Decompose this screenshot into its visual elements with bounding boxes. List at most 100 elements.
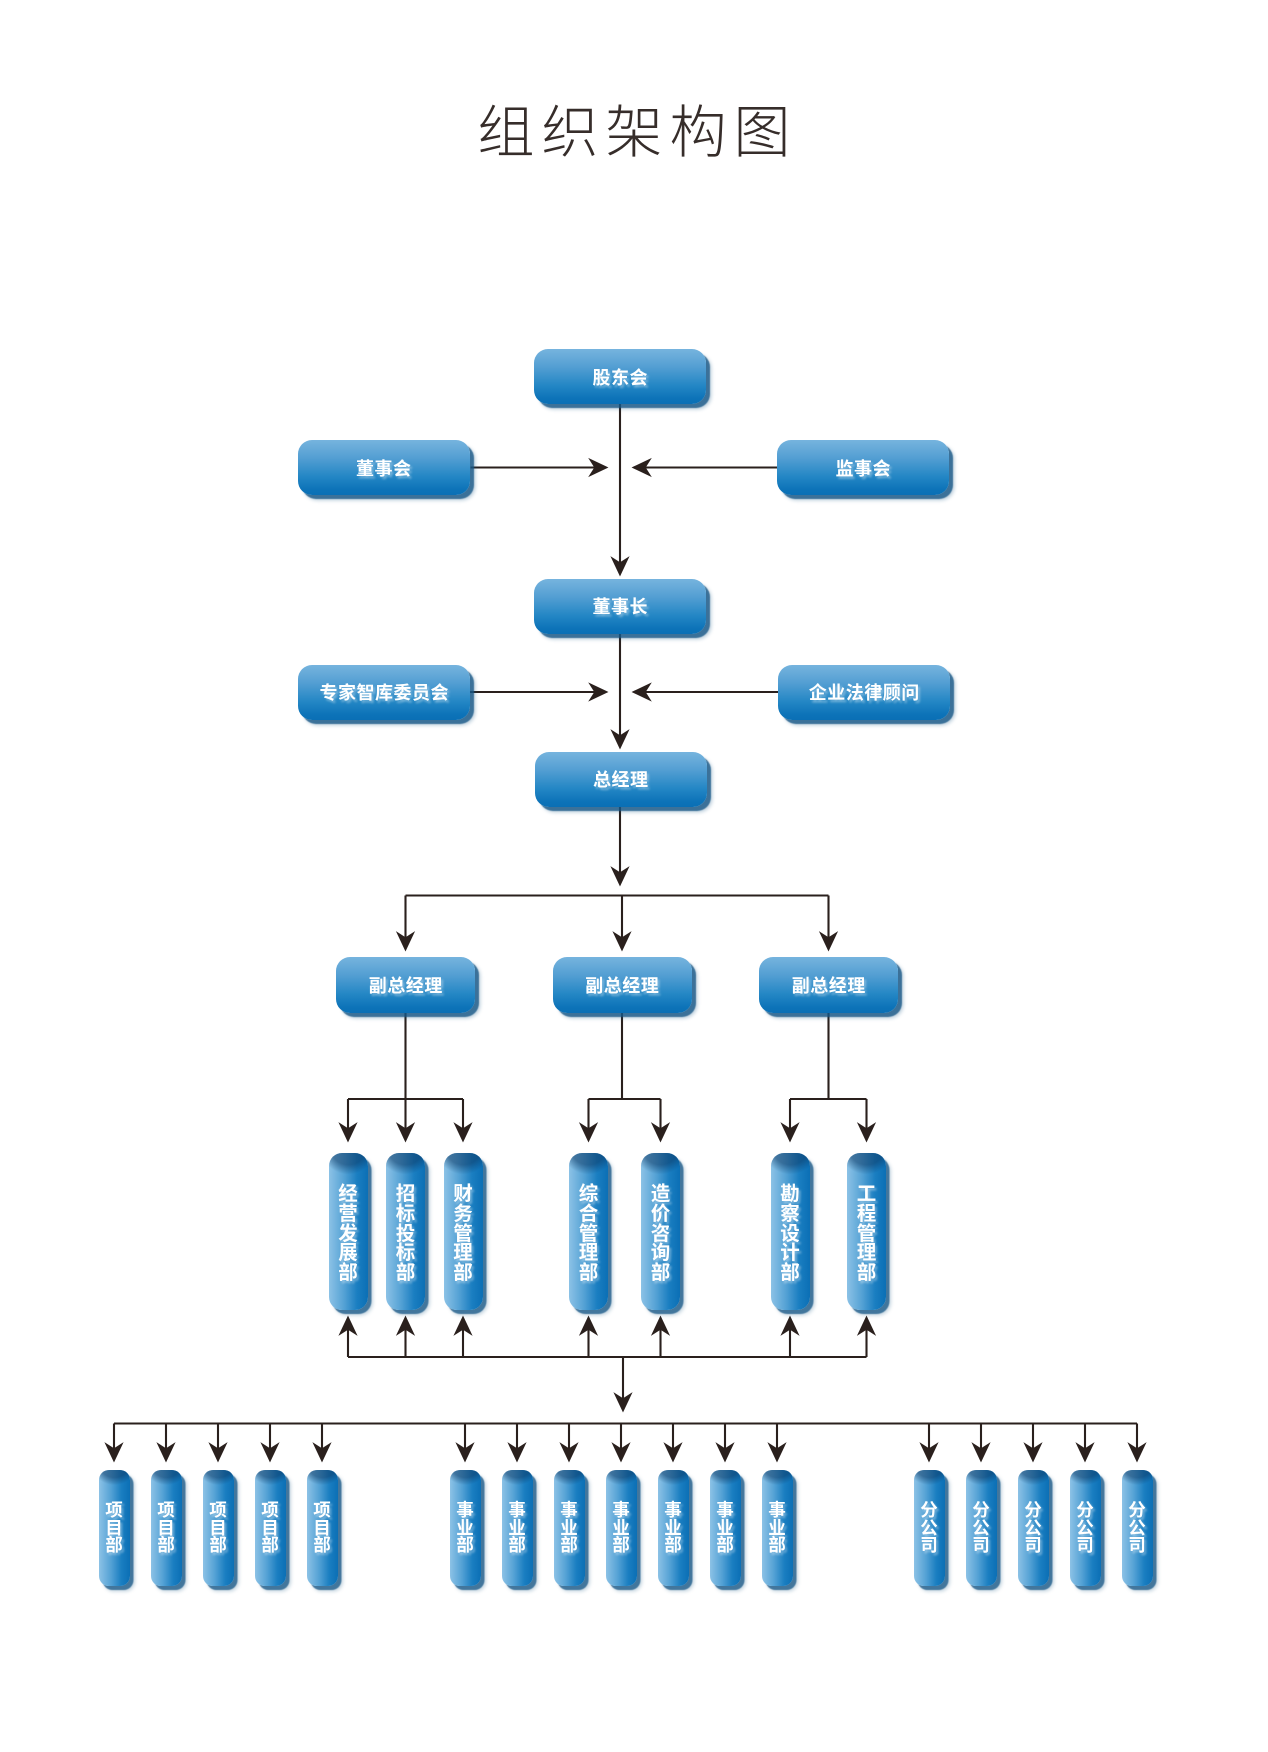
arrowhead bbox=[208, 1442, 228, 1463]
node-label: 招标投标部 bbox=[395, 1177, 416, 1286]
arrowhead bbox=[780, 1122, 800, 1143]
arrowhead bbox=[578, 1122, 599, 1143]
arrowhead bbox=[611, 1442, 631, 1463]
arrowhead bbox=[1075, 1442, 1095, 1463]
node-department: 经营发展部 bbox=[328, 1153, 368, 1310]
node-branch-company: 分公司 bbox=[1017, 1469, 1049, 1586]
node-label: 企业法律顾问 bbox=[808, 679, 920, 705]
node-label: 分公司 bbox=[1076, 1497, 1094, 1558]
node-shareholders-meeting: 股东会 bbox=[534, 349, 706, 404]
node-label: 项目部 bbox=[209, 1497, 227, 1558]
arrowhead bbox=[1023, 1442, 1043, 1463]
node-label: 事业部 bbox=[612, 1497, 630, 1558]
node-label: 总经理 bbox=[593, 766, 649, 792]
node-label: 监事会 bbox=[835, 454, 891, 481]
arrowhead bbox=[856, 1122, 877, 1143]
node-label: 分公司 bbox=[972, 1497, 990, 1558]
arrowhead bbox=[395, 931, 416, 952]
node-branch-company: 分公司 bbox=[1121, 1469, 1153, 1586]
node-label: 事业部 bbox=[768, 1497, 786, 1558]
arrowhead bbox=[715, 1442, 735, 1463]
connector-group bbox=[104, 404, 1147, 1463]
node-chairman: 董事长 bbox=[534, 578, 706, 634]
node-deputy-general-manager: 副总经理 bbox=[336, 957, 475, 1013]
arrowhead bbox=[338, 1315, 358, 1336]
node-label: 副总经理 bbox=[368, 972, 443, 998]
arrowhead bbox=[588, 682, 609, 702]
node-label: 项目部 bbox=[261, 1497, 279, 1558]
node-department: 招标投标部 bbox=[386, 1153, 425, 1310]
arrowhead bbox=[588, 457, 609, 478]
node-label: 副总经理 bbox=[585, 972, 660, 998]
node-department: 勘察设计部 bbox=[770, 1153, 810, 1310]
node-project-dept: 项目部 bbox=[254, 1469, 286, 1586]
arrowhead bbox=[453, 1122, 473, 1143]
arrowhead bbox=[156, 1442, 176, 1463]
node-label: 综合管理部 bbox=[578, 1177, 599, 1286]
arrowhead bbox=[612, 931, 632, 952]
arrowhead bbox=[559, 1442, 579, 1463]
node-label: 专家智库委员会 bbox=[319, 679, 449, 705]
arrowhead bbox=[338, 1122, 358, 1143]
node-business-unit: 事业部 bbox=[761, 1469, 793, 1586]
arrowhead bbox=[610, 729, 630, 750]
node-label: 分公司 bbox=[1024, 1497, 1042, 1558]
arrowhead bbox=[780, 1315, 800, 1336]
node-label: 分公司 bbox=[1128, 1497, 1146, 1558]
node-label: 造价咨询部 bbox=[650, 1177, 671, 1286]
arrowhead bbox=[1127, 1442, 1147, 1463]
node-general-manager: 总经理 bbox=[534, 751, 707, 807]
arrowhead bbox=[610, 556, 630, 577]
node-deputy-general-manager: 副总经理 bbox=[759, 957, 898, 1013]
arrowhead bbox=[395, 1122, 416, 1143]
node-supervisory-board: 监事会 bbox=[777, 440, 949, 495]
node-department: 财务管理部 bbox=[443, 1153, 483, 1310]
arrowhead bbox=[613, 1392, 633, 1413]
node-department: 综合管理部 bbox=[569, 1153, 608, 1310]
arrowhead bbox=[578, 1315, 599, 1336]
node-label: 事业部 bbox=[716, 1497, 734, 1558]
arrowhead bbox=[663, 1442, 683, 1463]
arrowhead bbox=[312, 1442, 332, 1463]
node-label: 工程管理部 bbox=[856, 1177, 877, 1286]
node-label: 分公司 bbox=[920, 1497, 938, 1558]
node-label: 事业部 bbox=[456, 1497, 474, 1558]
arrowhead bbox=[631, 682, 652, 702]
node-label: 项目部 bbox=[313, 1497, 331, 1558]
node-label: 事业部 bbox=[664, 1497, 682, 1558]
node-branch-company: 分公司 bbox=[913, 1469, 945, 1586]
node-branch-company: 分公司 bbox=[965, 1469, 997, 1586]
node-business-unit: 事业部 bbox=[709, 1469, 741, 1586]
node-deputy-general-manager: 副总经理 bbox=[552, 957, 692, 1013]
arrowhead bbox=[395, 1315, 416, 1336]
node-label: 事业部 bbox=[508, 1497, 526, 1558]
arrowhead bbox=[260, 1442, 280, 1463]
page-title: 组织架构图 bbox=[477, 87, 798, 169]
arrowhead bbox=[919, 1442, 939, 1463]
arrowhead bbox=[818, 931, 839, 952]
arrowhead bbox=[971, 1442, 991, 1463]
arrowhead bbox=[767, 1442, 787, 1463]
node-label: 董事会 bbox=[356, 454, 412, 481]
node-business-unit: 事业部 bbox=[449, 1469, 481, 1586]
node-label: 项目部 bbox=[105, 1497, 123, 1558]
node-department: 造价咨询部 bbox=[641, 1153, 680, 1310]
arrowhead bbox=[455, 1442, 475, 1463]
node-label: 经营发展部 bbox=[338, 1177, 358, 1286]
arrowhead bbox=[104, 1442, 124, 1463]
node-business-unit: 事业部 bbox=[657, 1469, 689, 1586]
node-business-unit: 事业部 bbox=[501, 1469, 533, 1586]
node-label: 事业部 bbox=[560, 1497, 578, 1558]
node-label: 董事长 bbox=[592, 593, 648, 619]
node-business-unit: 事业部 bbox=[553, 1469, 585, 1586]
node-department: 工程管理部 bbox=[847, 1153, 886, 1310]
arrowhead bbox=[610, 866, 630, 887]
arrowhead bbox=[650, 1315, 671, 1336]
node-branch-company: 分公司 bbox=[1069, 1469, 1101, 1586]
node-board-of-directors: 董事会 bbox=[297, 440, 470, 495]
node-legal-counsel: 企业法律顾问 bbox=[778, 664, 950, 720]
node-label: 副总经理 bbox=[791, 972, 866, 998]
node-project-dept: 项目部 bbox=[306, 1469, 338, 1586]
